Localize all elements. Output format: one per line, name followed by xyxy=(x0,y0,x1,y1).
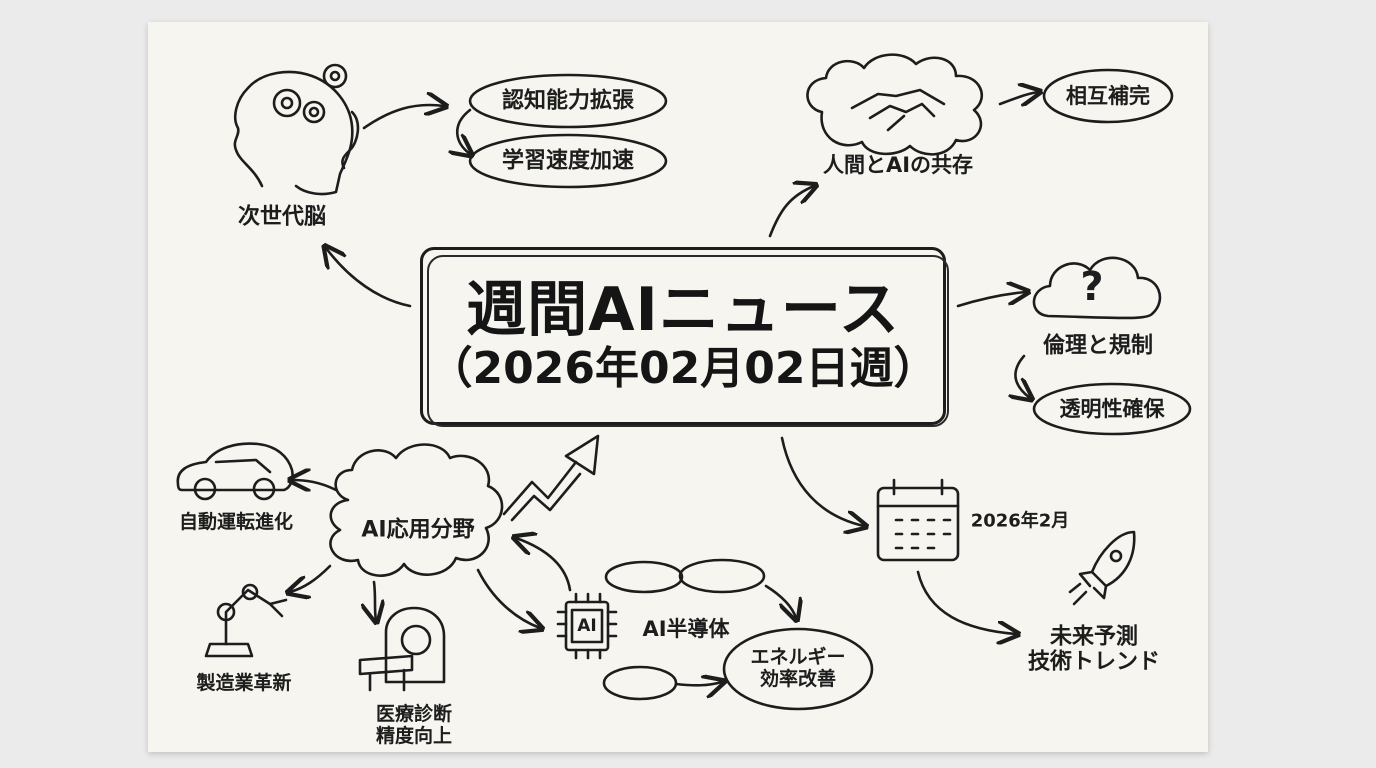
ethics-label: 倫理と規制 xyxy=(1042,333,1154,359)
application-autonomous-driving: 自動運転進化 xyxy=(178,511,294,534)
brain-item-learning: 学習速度加速 xyxy=(501,148,635,174)
oval-cognition xyxy=(468,73,668,129)
semiconductor-label: AI半導体 xyxy=(642,616,730,641)
oval-transparency xyxy=(1032,382,1192,436)
forecast-date: 2026年2月 xyxy=(970,510,1070,532)
brain-gears-icon xyxy=(233,63,360,196)
applications-label: AI応用分野 xyxy=(361,517,475,543)
title-week: （2026年02月02日週） xyxy=(428,342,938,394)
coexistence-label: 人間とAIの共存 xyxy=(822,152,974,177)
title-main: 週間AIニュース xyxy=(466,274,900,345)
brain-item-cognition: 認知能力拡張 xyxy=(501,88,635,114)
semiconductor-item: エネルギー 効率改善 xyxy=(750,646,846,690)
robot-arm-icon xyxy=(204,583,288,658)
ethics-item: 透明性確保 xyxy=(1059,396,1165,421)
question-cloud-icon xyxy=(1032,256,1162,320)
handshake-icon xyxy=(806,53,984,156)
mri-scanner-icon xyxy=(358,606,446,692)
question-mark: ? xyxy=(1080,264,1103,310)
central-title-box: 週間AIニュース （2026年02月02日週） xyxy=(420,247,949,427)
brain-label: 次世代脳 xyxy=(237,204,327,230)
chip-text: AI xyxy=(577,616,597,637)
coexistence-item: 相互補完 xyxy=(1066,83,1150,108)
chip-icon xyxy=(556,592,618,660)
calendar-icon xyxy=(876,478,960,562)
oval-energy xyxy=(722,627,874,711)
applications-cloud xyxy=(329,443,504,577)
car-icon xyxy=(176,442,294,501)
forecast-label: 未来予測 技術トレンド xyxy=(1027,624,1161,675)
oval-learning xyxy=(468,133,668,189)
rocket-icon xyxy=(1068,530,1136,606)
application-manufacturing: 製造業革新 xyxy=(196,672,292,695)
trend-arrow-icon xyxy=(502,434,600,522)
application-medical: 医療診断 精度向上 xyxy=(375,703,453,747)
